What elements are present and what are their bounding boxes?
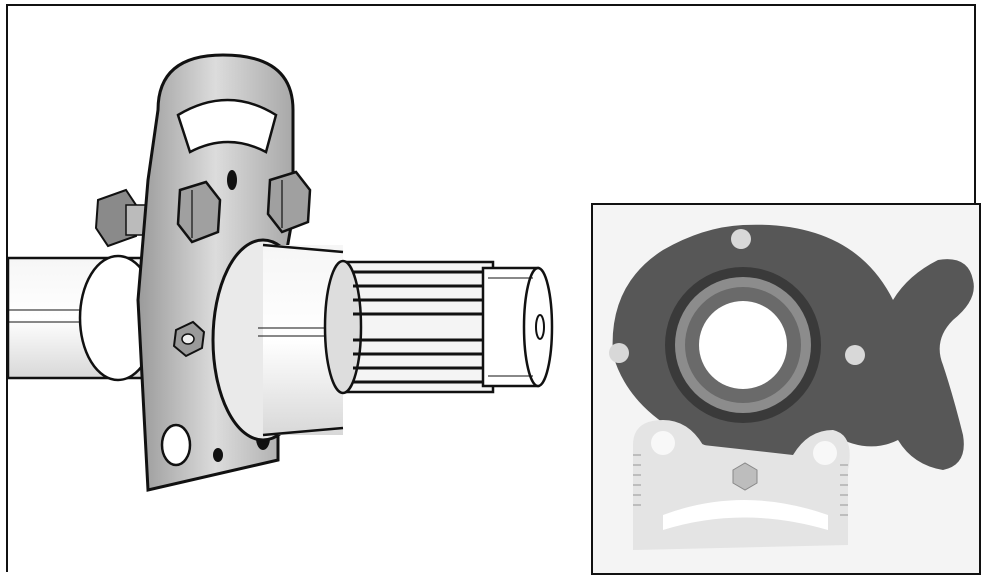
part-photo bbox=[593, 205, 979, 573]
shaft-illustration bbox=[8, 53, 554, 492]
grease-fitting bbox=[172, 320, 206, 358]
bearing-hub bbox=[211, 238, 344, 442]
splined-shaft bbox=[323, 259, 554, 395]
front-bolt-right bbox=[266, 170, 312, 234]
part-photo-frame bbox=[591, 203, 981, 575]
rear-bolt bbox=[94, 188, 147, 248]
front-bolt-left bbox=[176, 180, 222, 244]
tube bbox=[8, 254, 158, 382]
